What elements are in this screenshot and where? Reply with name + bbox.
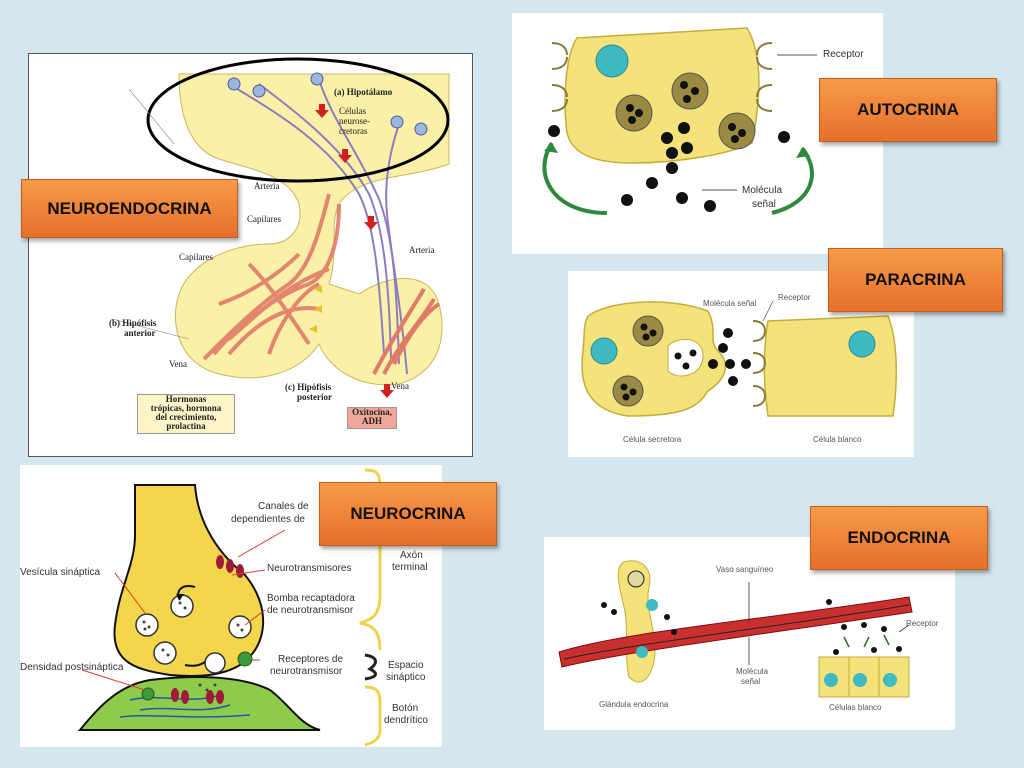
hipofisis-anterior-1: (b) Hipófisis: [109, 318, 157, 328]
hormonas-line-2: trópicas, hormona: [150, 403, 222, 413]
hormonas-box: Hormonas trópicas, hormona del crecimien…: [137, 394, 235, 434]
celulas-label-2: neurose-: [339, 116, 370, 126]
neurocrine-boton-2: dendrítico: [384, 715, 428, 726]
paracrine-molecula-label: Molécula señal: [703, 299, 757, 308]
tag-neuroendocrina: NEUROENDOCRINA: [21, 179, 238, 238]
hipofisis-anterior-2: anterior: [124, 328, 156, 338]
endocrine-celulas-blanco-label: Células blanco: [829, 703, 882, 712]
endocrine-vaso-label: Vaso sanguíneo: [716, 565, 774, 574]
autocrine-molecula-2: señal: [752, 199, 776, 210]
endocrine-molecula-1: Molécula: [736, 667, 769, 676]
paracrine-blanco-label: Célula blanco: [813, 435, 862, 444]
neurocrine-densidad: Densidad postsináptica: [20, 662, 124, 673]
neurocrine-bomba-1: Bomba recaptadora: [267, 593, 355, 604]
hipofisis-posterior-1: (c) Hipófisis: [285, 382, 332, 392]
neurocrine-axon-1: Axón: [400, 550, 423, 561]
neurocrine-canales-1: Canales de: [258, 501, 309, 512]
neurocrine-vesicula: Vesícula sináptica: [20, 567, 101, 578]
endocrine-glandula-label: Glándula endocrina: [599, 700, 669, 709]
synapse-illustration: [77, 468, 382, 747]
vena-left-label: Vena: [169, 359, 187, 369]
autocrine-receptor-label: Receptor: [823, 49, 864, 60]
arteria-left-label: Arteria: [254, 181, 280, 191]
capilares-top-label: Capilares: [247, 214, 281, 224]
hipotalamo-label: (a) Hipotálamo: [334, 87, 393, 97]
neurocrine-axon-2: terminal: [392, 562, 428, 573]
autocrine-illustration: [542, 27, 817, 215]
hipofisis-posterior-2: posterior: [297, 392, 332, 402]
oxitocina-line-1: Oxitocina,: [352, 407, 392, 417]
oxitocina-line-2: ADH: [362, 416, 382, 426]
hypothalamus-pituitary-illustration: [111, 57, 450, 405]
paracrine-receptor-label: Receptor: [778, 293, 811, 302]
tag-endocrina: ENDOCRINA: [810, 506, 988, 570]
paracrine-secretora-label: Célula secretora: [623, 435, 682, 444]
neurocrine-espacio-2: sináptico: [386, 672, 426, 683]
neurocrine-espacio-1: Espacio: [388, 660, 424, 671]
celulas-label-1: Células: [339, 106, 366, 116]
neurocrine-receptores-2: neurotransmisor: [270, 666, 343, 677]
vena-right-label: Vena: [391, 381, 409, 391]
tag-autocrina: AUTOCRINA: [819, 78, 997, 142]
celulas-label-3: cretoras: [339, 126, 368, 136]
autocrine-diagram: Receptor Molécula señal: [512, 13, 883, 254]
capilares-mid-label: Capilares: [179, 252, 213, 262]
endocrine-receptor-label: Receptor: [906, 619, 939, 628]
paracrine-diagram: Molécula señal Receptor Célula secretora…: [568, 271, 914, 457]
neurocrine-neurotransmisores: Neurotransmisores: [267, 563, 352, 574]
tag-neurocrina: NEUROCRINA: [319, 482, 497, 546]
oxitocina-box: Oxitocina, ADH: [347, 407, 397, 429]
endocrine-molecula-2: señal: [741, 677, 761, 686]
hormonas-line-1: Hormonas: [165, 394, 207, 404]
paracrine-illustration: [581, 300, 897, 417]
neurocrine-canales-2: dependientes de: [231, 514, 305, 525]
hormonas-line-3: del crecimiento,: [155, 412, 217, 422]
neuroendocrine-diagram: (a) Hipotálamo Células neurose- cretoras…: [28, 53, 473, 457]
neurocrine-bomba-2: de neurotransmisor: [267, 605, 354, 616]
tag-paracrina: PARACRINA: [828, 248, 1003, 312]
endocrine-illustration: [558, 560, 913, 698]
neurocrine-boton-1: Botón: [392, 703, 419, 714]
arteria-right-label: Arteria: [409, 245, 435, 255]
hormonas-line-4: prolactina: [166, 421, 206, 431]
neurocrine-receptores-1: Receptores de: [278, 654, 344, 665]
autocrine-molecula-1: Molécula: [742, 185, 783, 196]
